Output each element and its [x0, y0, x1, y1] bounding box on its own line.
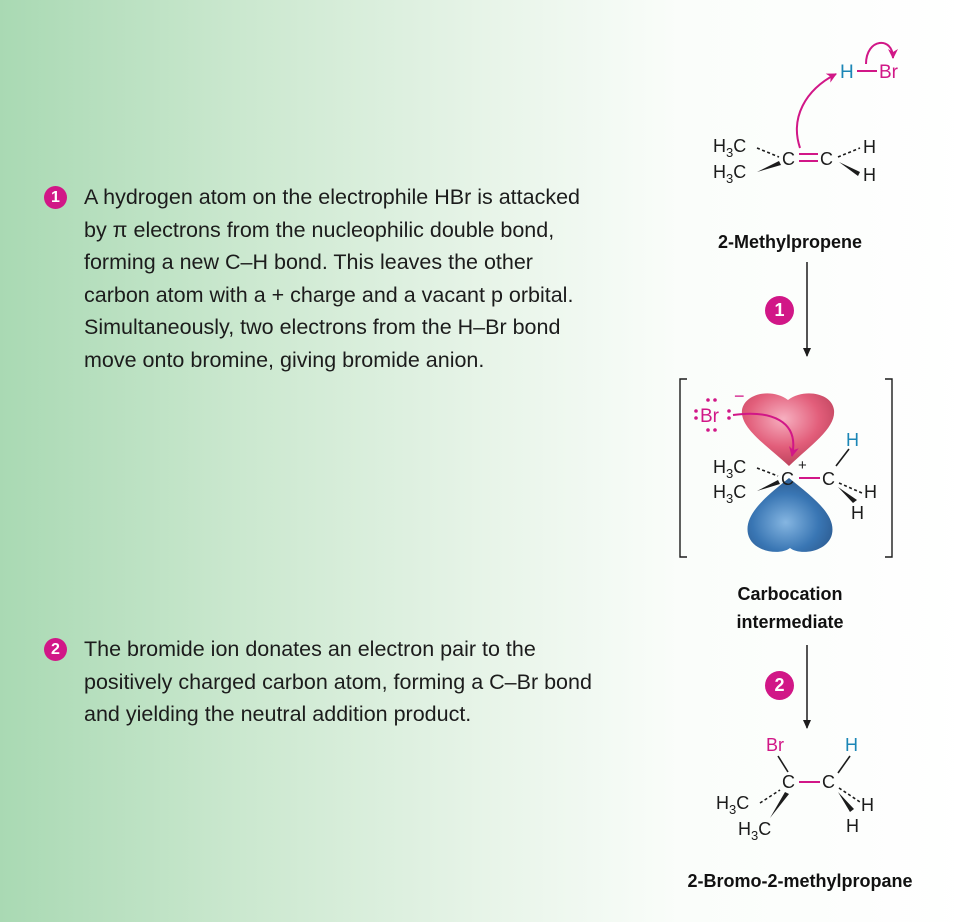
- intermediate-h-wedge-bond: [838, 487, 857, 503]
- arrow-step-1-badge: 1: [765, 296, 794, 325]
- pi-bond-electron-arrow: [795, 73, 837, 149]
- intermediate-wedge-bond: [757, 480, 780, 491]
- intermediate-structure: Br − H3C H3C C + C H H H: [679, 378, 893, 558]
- step-2-text: The bromide ion donates an electron pair…: [84, 637, 592, 726]
- product-methyl-2: H3C: [738, 819, 771, 843]
- step-1-description: 1 A hydrogen atom on the electrophile HB…: [44, 181, 604, 376]
- new-c-h-bond: [835, 448, 850, 467]
- intermediate-dash-bond: [756, 467, 779, 477]
- product-h-dash-bond: [838, 787, 861, 803]
- h-1-dash-bond: [837, 147, 861, 158]
- product-hydrogen-2: H: [846, 816, 859, 836]
- step-2-description: 2 The bromide ion donates an electron pa…: [44, 633, 604, 731]
- left-bracket: [679, 378, 687, 558]
- bromide-attack-arrow: [732, 412, 799, 457]
- carbocation-positive-charge: +: [798, 457, 807, 474]
- methyl-2-wedge-bond: [757, 161, 781, 172]
- bromide-negative-charge: −: [734, 386, 745, 406]
- intermediate-h-dash-bond: [838, 482, 863, 494]
- bromide-ion: Br −: [694, 386, 745, 432]
- bromide-symbol: Br: [700, 406, 720, 427]
- step-1-text: A hydrogen atom on the electrophile HBr …: [84, 185, 580, 372]
- new-hydrogen: H: [846, 430, 859, 450]
- intermediate-hydrogen-2: H: [851, 503, 864, 523]
- intermediate-name-line-2: intermediate: [736, 612, 844, 632]
- right-bracket: [885, 378, 893, 558]
- reactant-structure: H Br H3C H3C C C H H: [713, 41, 899, 186]
- product-new-hydrogen: H: [845, 735, 858, 755]
- intermediate-methyl-1: H3C: [713, 457, 746, 481]
- product-wedge-bond: [770, 792, 789, 818]
- product-carbon-2: C: [822, 772, 835, 792]
- h-2-wedge-bond: [839, 162, 860, 176]
- methyl-2-label: H3C: [713, 162, 746, 186]
- p-orbital-lower-lobe: [747, 478, 833, 552]
- p-orbital-upper-lobe: [741, 393, 835, 466]
- step-2-badge: 2: [44, 638, 67, 661]
- product-structure: Br H C C H3C H3C H H: [716, 735, 874, 843]
- intermediate-name-line-1: Carbocation: [737, 584, 843, 604]
- product-bromine: Br: [766, 735, 784, 755]
- reactant-name: 2-Methylpropene: [717, 232, 863, 252]
- alkene-carbon-1: C: [782, 149, 795, 169]
- alkene-hydrogen-2: H: [863, 165, 876, 185]
- carbocation-carbon: C: [781, 469, 794, 489]
- intermediate-ch-carbon: C: [822, 469, 835, 489]
- hbr-hydrogen: H: [840, 62, 854, 83]
- methyl-1-label: H3C: [713, 136, 746, 160]
- intermediate-hydrogen-1: H: [864, 482, 877, 502]
- step-1-badge: 1: [44, 186, 67, 209]
- product-c-h-bond: [837, 755, 851, 774]
- methyl-1-dash-bond: [756, 147, 780, 158]
- hbr-bromine: Br: [879, 62, 899, 83]
- product-dash-bond: [759, 789, 781, 804]
- intermediate-methyl-2: H3C: [713, 482, 746, 506]
- product-carbon-1: C: [782, 772, 795, 792]
- alkene-carbon-2: C: [820, 149, 833, 169]
- hbr-bond-electron-arrow: [865, 41, 898, 65]
- product-h-wedge-bond: [838, 792, 854, 812]
- product-hydrogen-1: H: [861, 795, 874, 815]
- alkene-hydrogen-1: H: [863, 137, 876, 157]
- product-name: 2-Bromo-2-methylpropane: [687, 871, 913, 891]
- c-br-bond: [777, 755, 789, 773]
- product-methyl-1: H3C: [716, 793, 749, 817]
- arrow-step-2-badge: 2: [765, 671, 794, 700]
